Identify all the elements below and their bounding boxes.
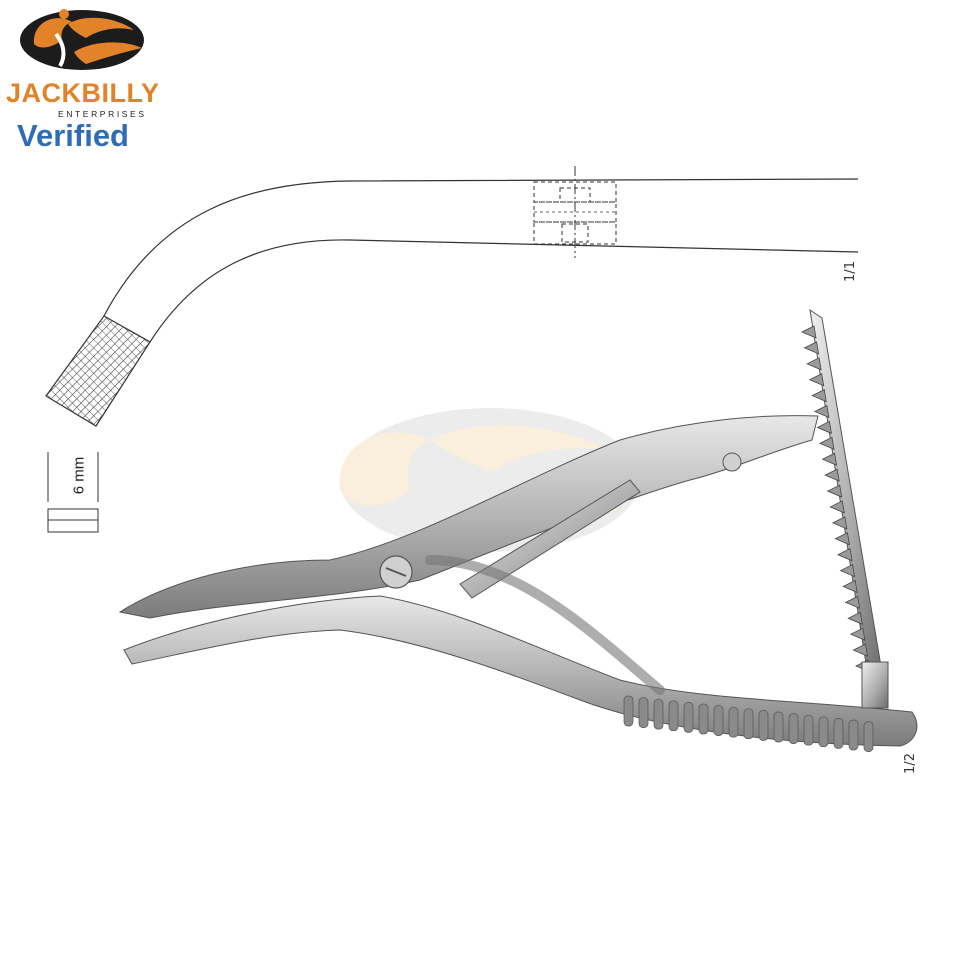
- ratchet-tooth: [831, 516, 848, 530]
- ratchet-tooth: [829, 500, 845, 514]
- ratchet-tooth: [824, 468, 840, 482]
- grip-ridge: [683, 702, 694, 733]
- grip-ridge: [803, 714, 814, 746]
- ratchet-tooth: [821, 452, 838, 466]
- ratchet-tooth: [801, 325, 817, 339]
- brand-subtitle: ENTERPRISES: [58, 109, 147, 119]
- brand-logo-icon: [20, 9, 144, 70]
- grip-ridge: [818, 716, 829, 748]
- scale-label-top: 1/1: [842, 261, 858, 282]
- verified-badge: Verified: [17, 118, 129, 153]
- tip-width-label: 6 mm: [70, 456, 88, 495]
- grip-ridge: [758, 710, 769, 741]
- ratchet-tooth: [826, 484, 843, 498]
- ratchet-tooth: [819, 436, 835, 450]
- ratchet-tooth: [813, 404, 830, 419]
- ratchet-tooth: [844, 595, 861, 610]
- ratchet-tooth: [811, 389, 827, 403]
- grip-ridge: [833, 718, 844, 749]
- grip-ridge: [668, 700, 679, 732]
- ratchet-tooth: [842, 579, 858, 594]
- ratchet-tooth: [816, 420, 832, 435]
- ratchet-tooth: [803, 341, 820, 355]
- brand-name: JACKBILLY: [6, 78, 160, 108]
- grip-ridge: [728, 706, 739, 738]
- ratchet-tooth: [834, 532, 850, 546]
- grip-ridge: [713, 705, 724, 736]
- scale-label-bottom: 1/2: [902, 753, 918, 774]
- ratchet-tooth: [849, 627, 866, 641]
- ratchet-bar: [801, 308, 883, 677]
- ratchet-tooth: [806, 357, 822, 371]
- ratchet-tooth: [837, 548, 853, 562]
- ratchet-tooth: [808, 373, 825, 387]
- grip-ridge: [848, 719, 859, 751]
- grip-ridge: [743, 708, 754, 740]
- grip-ridge: [698, 703, 709, 735]
- ratchet-tooth: [852, 643, 868, 657]
- grip-ridge: [788, 713, 799, 744]
- ratchet-tooth: [847, 611, 863, 625]
- grip-ridge: [638, 697, 649, 728]
- grip-ridge: [863, 721, 874, 752]
- grip-ridge: [773, 711, 784, 743]
- ratchet-tooth: [839, 563, 856, 578]
- grip-ridge: [653, 698, 664, 730]
- grip-ridge: [623, 695, 634, 727]
